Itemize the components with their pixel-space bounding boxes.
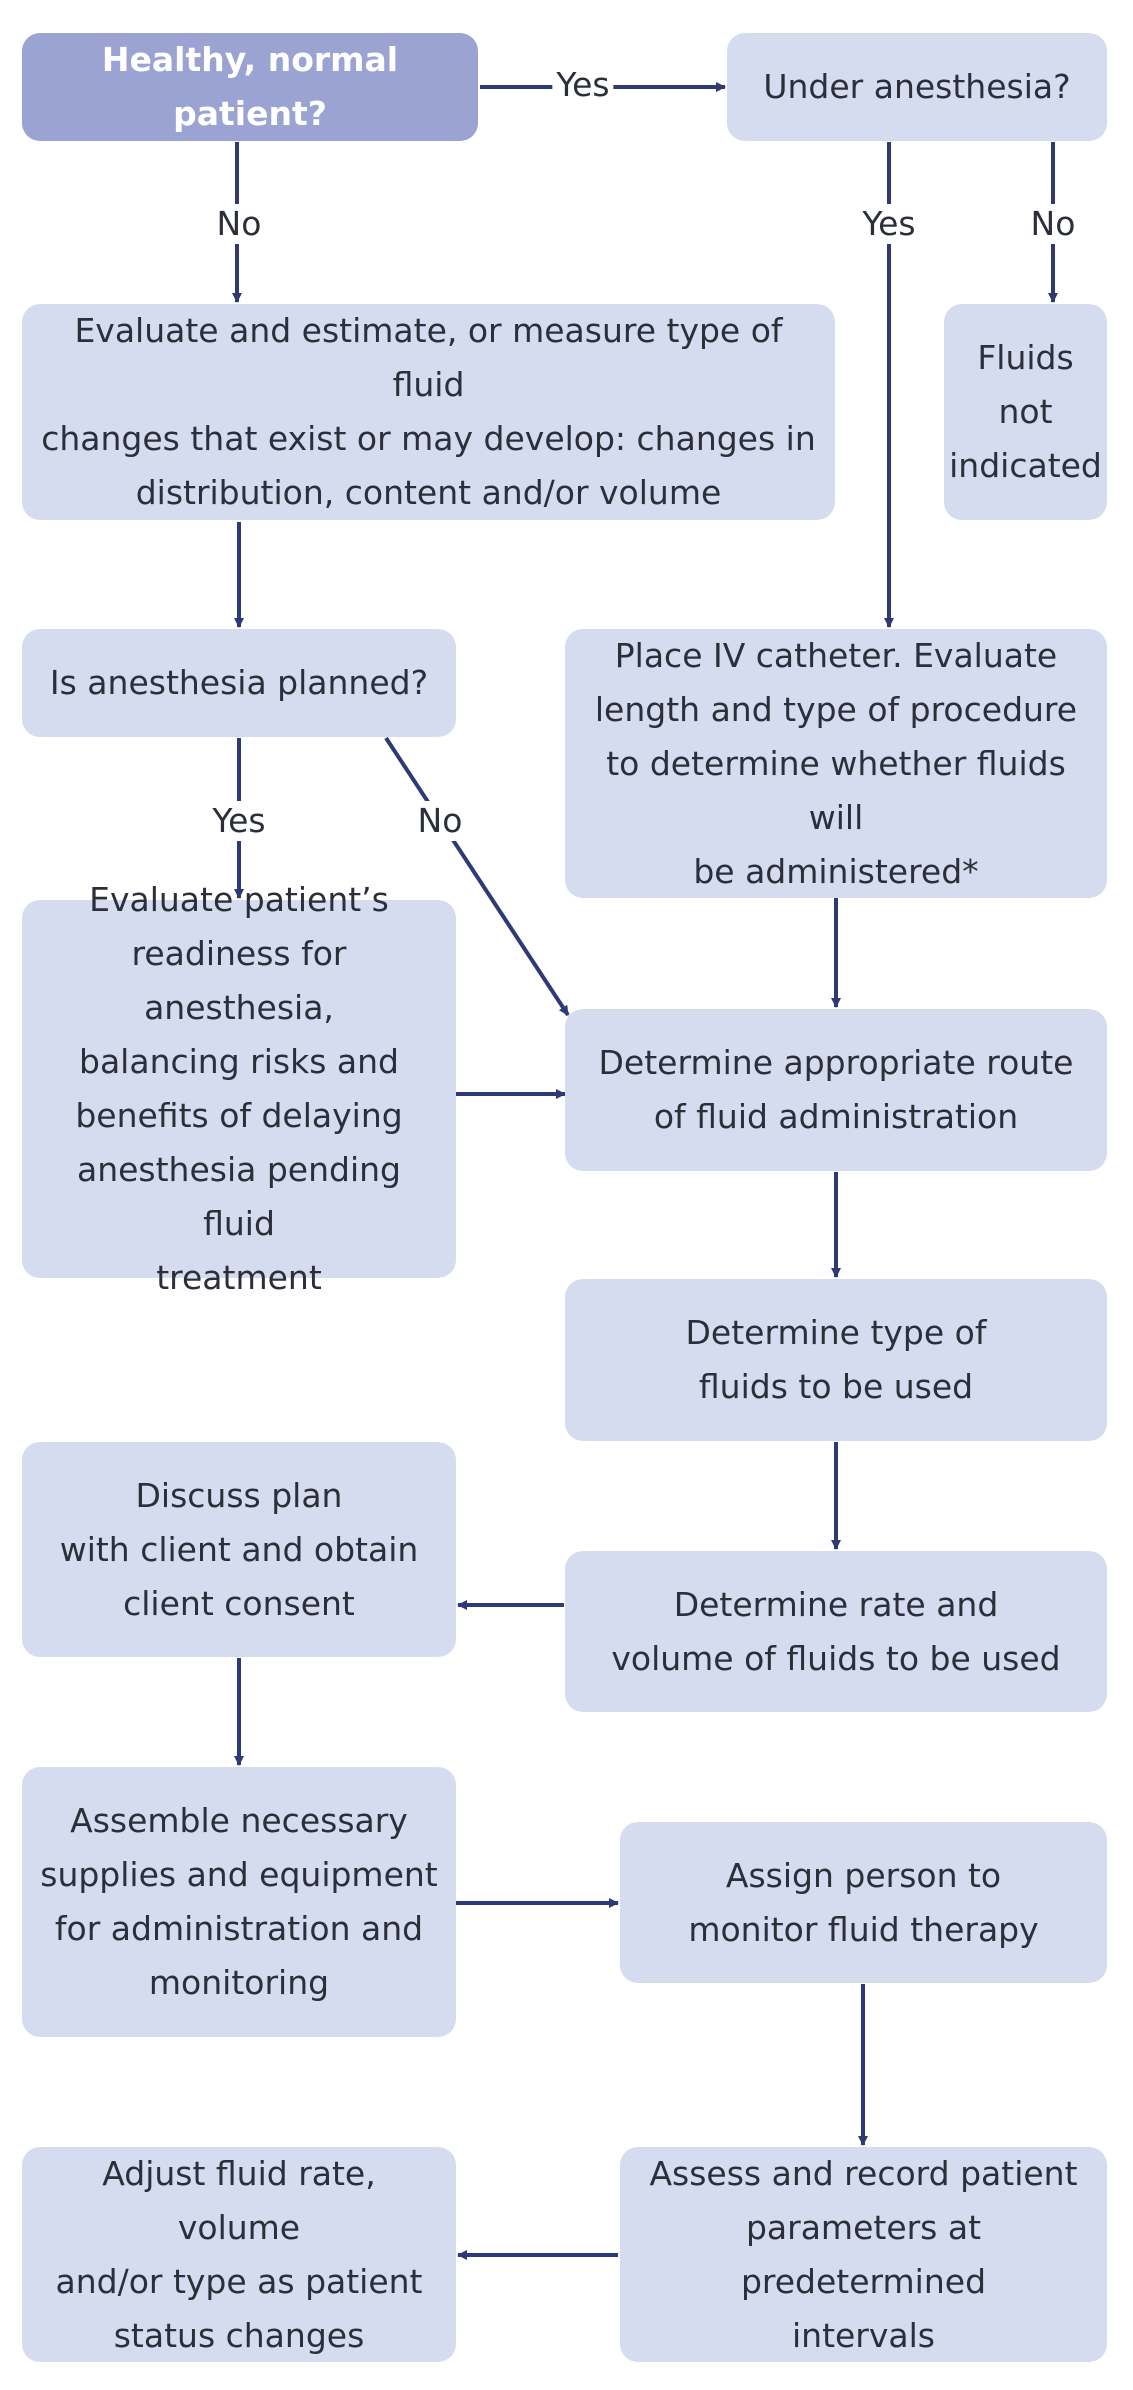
arrow-n5-n8 bbox=[384, 736, 570, 1017]
node-adjust-fluid-rate: Adjust fluid rate, volume and/or type as… bbox=[22, 2147, 456, 2362]
edge-label-no: No bbox=[212, 204, 266, 244]
node-is-anesthesia-planned: Is anesthesia planned? bbox=[22, 629, 456, 737]
node-place-iv-catheter: Place IV catheter. Evaluate length and t… bbox=[565, 629, 1107, 898]
node-assess-record-parameters: Assess and record patient parameters at … bbox=[620, 2147, 1107, 2362]
node-determine-rate-volume: Determine rate and volume of fluids to b… bbox=[565, 1551, 1107, 1712]
edge-label-no: No bbox=[1026, 204, 1080, 244]
node-under-anesthesia: Under anesthesia? bbox=[727, 33, 1107, 141]
node-assemble-supplies: Assemble necessary supplies and equipmen… bbox=[22, 1767, 456, 2037]
edge-label-no: No bbox=[413, 801, 467, 841]
edge-label-yes: Yes bbox=[858, 204, 920, 244]
node-determine-route: Determine appropriate route of fluid adm… bbox=[565, 1009, 1107, 1171]
node-discuss-plan: Discuss plan with client and obtain clie… bbox=[22, 1442, 456, 1657]
node-determine-type: Determine type of fluids to be used bbox=[565, 1279, 1107, 1441]
node-evaluate-readiness: Evaluate patient’s readiness for anesthe… bbox=[22, 880, 456, 1297]
edge-label-yes: Yes bbox=[208, 801, 270, 841]
edge-label-yes: Yes bbox=[552, 65, 614, 105]
node-evaluate-fluid-changes: Evaluate and estimate, or measure type o… bbox=[22, 304, 835, 520]
node-assign-person: Assign person to monitor fluid therapy bbox=[620, 1822, 1107, 1983]
node-healthy-normal-patient: Healthy, normal patient? bbox=[22, 33, 478, 141]
node-fluids-not-indicated: Fluids not indicated bbox=[944, 304, 1107, 520]
